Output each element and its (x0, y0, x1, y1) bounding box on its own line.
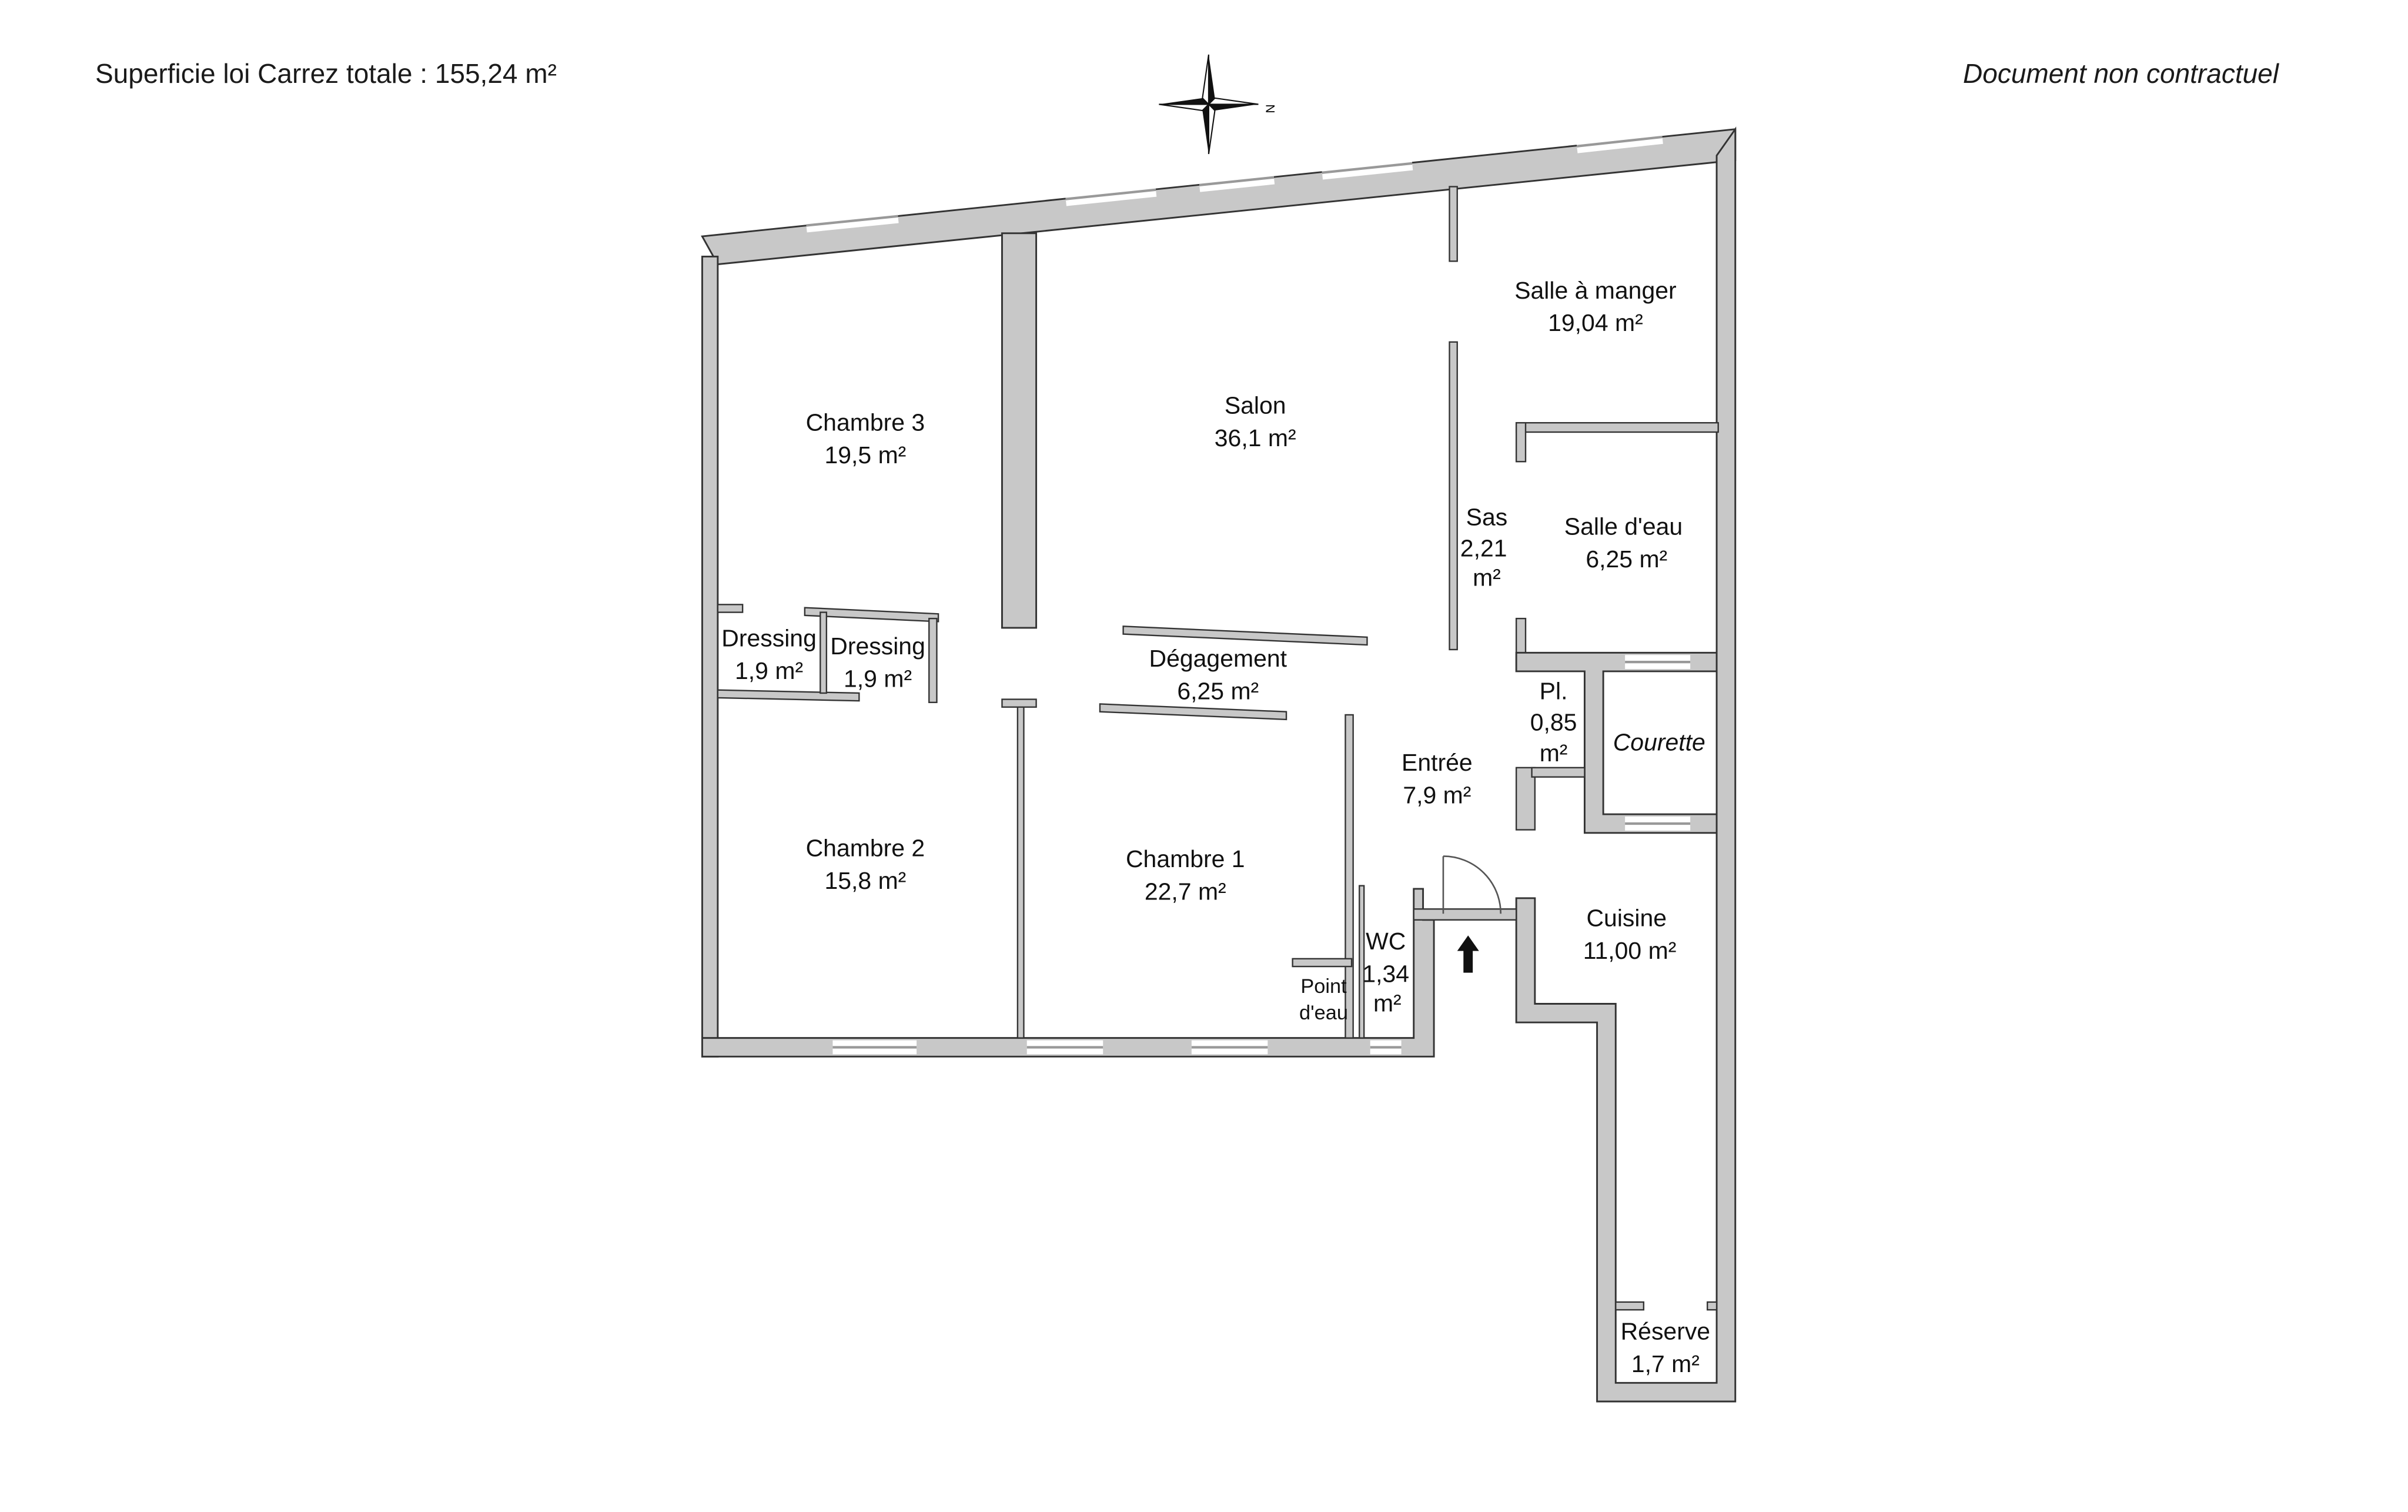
room-area: 1,9 m² (844, 665, 912, 692)
room-name: d'eau (1299, 1002, 1348, 1024)
room-name: Dressing (721, 625, 817, 652)
room-area: 6,25 m² (1177, 678, 1259, 705)
room-area: m² (1473, 564, 1501, 591)
room-name: Chambre 3 (806, 409, 925, 436)
room-name: Chambre 1 (1126, 845, 1245, 872)
room-name: Chambre 2 (806, 834, 925, 861)
entrance-door[interactable] (1442, 855, 1502, 914)
north-label: N (1263, 104, 1277, 113)
room-area: m² (1373, 990, 1402, 1017)
room-area: 22,7 m² (1145, 878, 1226, 905)
total-area-label: Superficie loi Carrez totale : 155,24 m² (95, 58, 557, 89)
room-name: Cuisine (1586, 904, 1667, 931)
room-area: 1,7 m² (1631, 1350, 1700, 1377)
room-area: 11,00 m² (1583, 937, 1677, 964)
room-name: Point (1300, 975, 1347, 998)
room-name: Dégagement (1149, 645, 1287, 672)
room-name: Salon (1225, 392, 1286, 419)
room-labels: Salle à manger 19,04 m² Salon 36,1 m² Ch… (721, 277, 1710, 1377)
room-area: 1,9 m² (735, 657, 803, 684)
room-area: 2,21 (1460, 534, 1507, 561)
room-area: 7,9 m² (1403, 782, 1471, 809)
room-area: 19,04 m² (1548, 309, 1643, 336)
room-name: Salle à manger (1514, 277, 1676, 304)
windows (805, 130, 1691, 1055)
room-name: Pl. (1540, 678, 1568, 705)
room-area: 15,8 m² (824, 867, 906, 894)
room-name: Entrée (1402, 749, 1473, 776)
room-name: Sas (1466, 504, 1508, 531)
room-area: 0,85 (1530, 708, 1577, 735)
walls (701, 126, 1737, 1403)
room-area: 36,1 m² (1215, 424, 1296, 451)
room-area: m² (1540, 740, 1568, 767)
room-area: 19,5 m² (824, 441, 906, 469)
room-name: WC (1366, 928, 1406, 955)
room-area: 1,34 (1362, 960, 1409, 987)
room-area: 6,25 m² (1586, 546, 1667, 573)
disclaimer-label: Document non contractuel (1963, 58, 2279, 89)
room-name: Dressing (830, 633, 925, 660)
room-name: Salle d'eau (1564, 513, 1683, 540)
compass-rose-icon: N (1159, 54, 1277, 155)
entrance-arrow-icon (1457, 935, 1479, 973)
room-name: Réserve (1621, 1317, 1711, 1344)
room-name: Courette (1613, 729, 1705, 756)
